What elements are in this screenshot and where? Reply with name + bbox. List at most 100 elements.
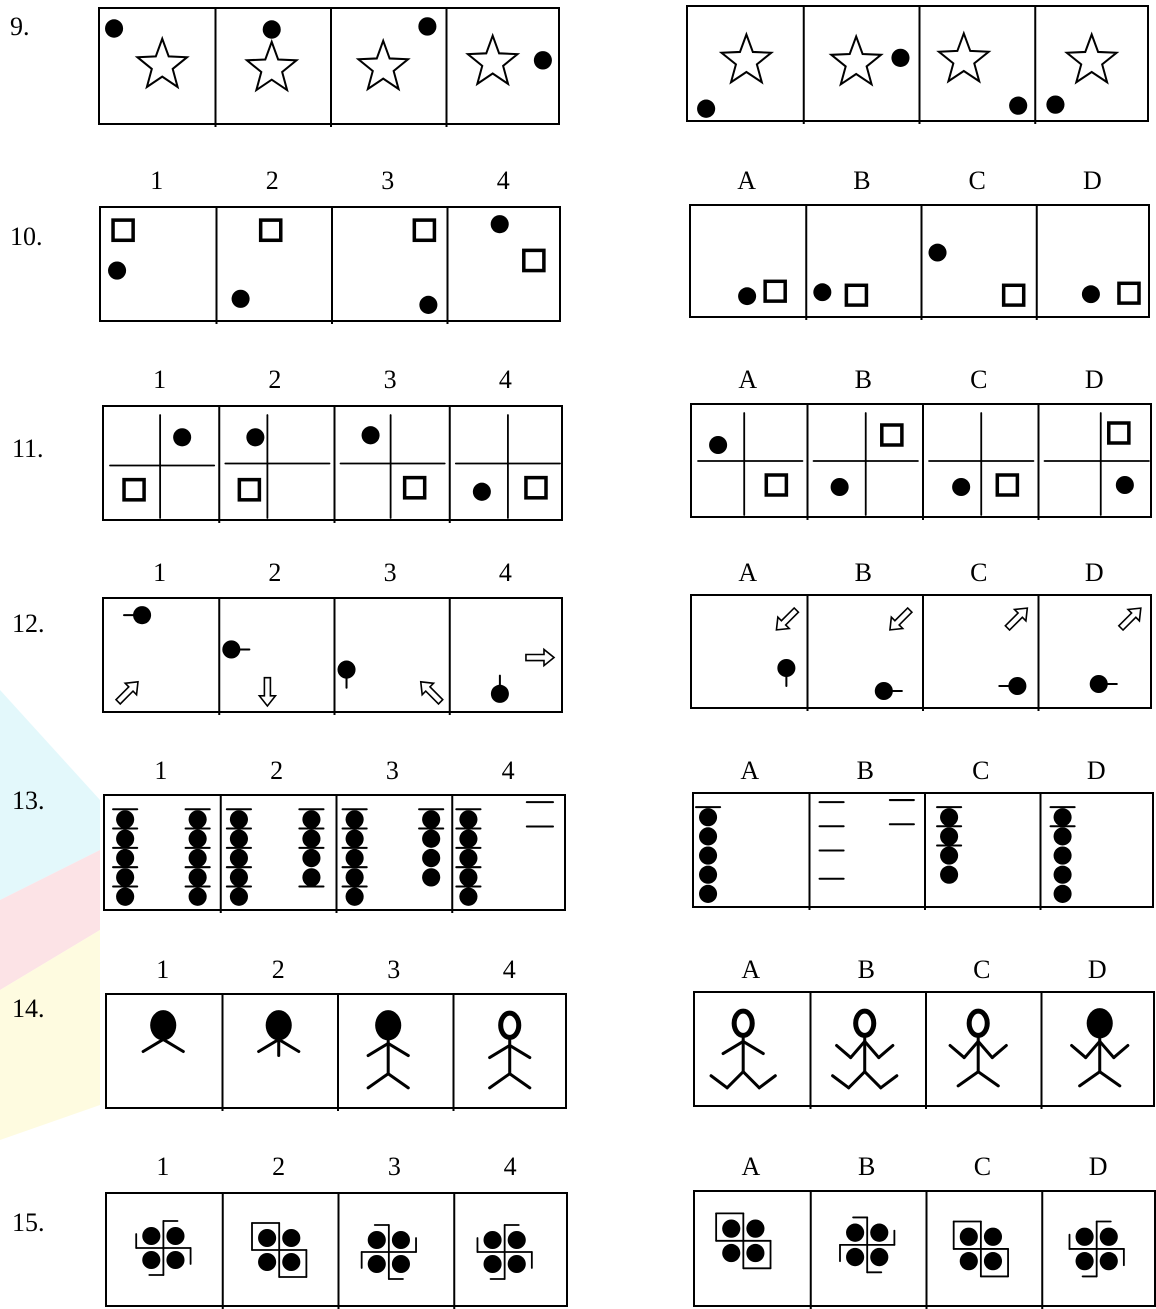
dot	[534, 51, 552, 69]
dot	[346, 810, 364, 828]
dot	[346, 830, 364, 848]
option-cell[interactable]	[716, 1213, 770, 1268]
line	[833, 1076, 849, 1088]
square	[405, 478, 425, 498]
dot	[508, 1255, 526, 1273]
sequence-cell	[112, 606, 151, 707]
dot	[189, 849, 207, 867]
dot	[189, 868, 207, 886]
square	[882, 425, 902, 445]
sequence-strip	[102, 597, 563, 713]
sequence-cell	[252, 1223, 306, 1277]
sequence-cell	[225, 415, 329, 518]
square	[113, 220, 133, 240]
sequence-cell	[227, 809, 324, 906]
dot	[508, 1231, 526, 1249]
star	[247, 42, 297, 90]
option-cell[interactable]	[1072, 1008, 1128, 1086]
line	[1086, 1041, 1100, 1057]
sequence-label: 4	[485, 365, 525, 395]
sequence-strip	[105, 993, 567, 1109]
sequence-cell	[368, 1010, 408, 1088]
dot	[108, 261, 126, 279]
option-cell[interactable]	[1046, 34, 1116, 113]
dot	[422, 849, 440, 867]
sequence-cell	[358, 17, 436, 89]
option-label: C	[957, 166, 997, 196]
square	[526, 478, 546, 498]
dot	[282, 1253, 300, 1271]
option-cell[interactable]	[1090, 602, 1147, 693]
option-label: B	[843, 365, 883, 395]
dot	[491, 685, 509, 703]
dot	[338, 661, 356, 679]
sequence-label: 1	[141, 756, 181, 786]
dot	[984, 1252, 1002, 1270]
option-cell[interactable]	[738, 281, 785, 305]
dot	[699, 846, 717, 864]
line	[163, 1039, 183, 1051]
sequence-cell	[143, 1010, 183, 1051]
sequence-cell	[456, 415, 560, 518]
dot	[230, 830, 248, 848]
line	[978, 1072, 998, 1086]
option-cell[interactable]	[999, 602, 1033, 695]
option-cell[interactable]	[954, 1221, 1008, 1276]
option-cell[interactable]	[840, 1217, 894, 1272]
option-cell[interactable]	[833, 1011, 897, 1088]
option-label: D	[1077, 955, 1117, 985]
line	[743, 1072, 759, 1088]
head	[375, 1010, 401, 1040]
option-cell[interactable]	[929, 244, 1024, 305]
sequence-cell	[113, 809, 210, 906]
option-label: D	[1078, 1152, 1118, 1182]
option-cell[interactable]	[813, 283, 866, 305]
dot	[960, 1228, 978, 1246]
option-cell[interactable]	[771, 604, 802, 686]
line	[851, 1041, 865, 1057]
sequence-label: 3	[370, 558, 410, 588]
square	[766, 475, 786, 495]
dot	[984, 1228, 1002, 1246]
sequence-strip	[98, 7, 560, 125]
dot	[777, 659, 795, 677]
dot	[1076, 1252, 1094, 1270]
option-cell[interactable]	[939, 33, 1027, 114]
option-cell[interactable]	[820, 800, 914, 879]
sequence-cell	[247, 20, 297, 90]
dot	[166, 1251, 184, 1269]
option-cell[interactable]	[875, 604, 916, 700]
option-cell[interactable]	[698, 413, 802, 515]
head	[1087, 1008, 1113, 1038]
dot	[368, 1255, 386, 1273]
dot	[940, 827, 958, 845]
dot	[940, 866, 958, 884]
dot	[960, 1252, 978, 1270]
sequence-label: 1	[140, 365, 180, 395]
line	[865, 1072, 881, 1088]
option-cell[interactable]	[929, 413, 1033, 515]
option-cell[interactable]	[1051, 807, 1075, 903]
arrow	[1002, 602, 1033, 633]
option-cell[interactable]	[1045, 413, 1149, 515]
option-cell[interactable]	[814, 413, 918, 515]
option-cell[interactable]	[1082, 283, 1139, 303]
dot	[392, 1255, 410, 1273]
option-label: C	[962, 955, 1002, 985]
option-cell[interactable]	[937, 807, 961, 884]
line	[881, 1076, 897, 1088]
option-cell[interactable]	[950, 1011, 1006, 1086]
dot	[929, 244, 947, 262]
option-label: B	[846, 955, 886, 985]
line	[849, 1072, 865, 1088]
sequence-label: 1	[140, 558, 180, 588]
dot	[368, 1231, 386, 1249]
dot	[1076, 1228, 1094, 1246]
line	[490, 1045, 510, 1057]
option-cell[interactable]	[831, 36, 909, 84]
option-cell[interactable]	[1069, 1221, 1123, 1276]
line	[510, 1074, 530, 1088]
option-cell[interactable]	[711, 1011, 775, 1088]
option-cell[interactable]	[696, 807, 720, 903]
option-cell[interactable]	[697, 34, 771, 117]
